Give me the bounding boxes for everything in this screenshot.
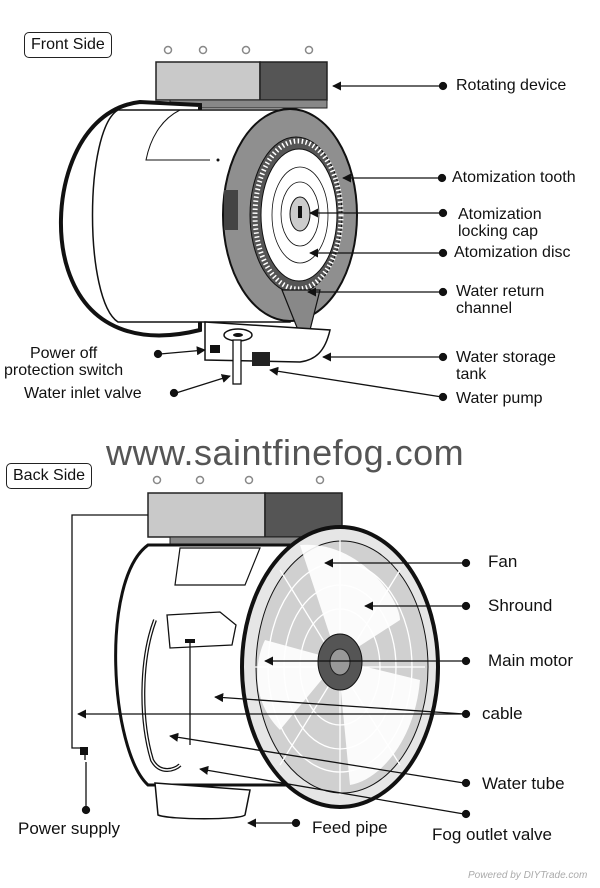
back-unit-illustration: [71, 475, 440, 820]
label-power-supply: Power supply: [18, 819, 121, 838]
label-water-return-line1: Water return: [456, 283, 545, 300]
label-atomization-disc: Atomization disc: [454, 244, 571, 261]
label-water-storage-line1: Water storage: [456, 349, 556, 366]
label-feed-pipe: Feed pipe: [312, 818, 388, 837]
watermark: www.saintfinefog.com: [106, 432, 465, 473]
label-power-off-line2: protection switch: [4, 362, 124, 379]
label-water-return-line2: channel: [456, 300, 513, 317]
credit-text: Powered by DIYTrade.com: [468, 870, 588, 881]
label-power-off-switch: Power off protection switch: [4, 345, 123, 379]
label-rotating-device: Rotating device: [456, 77, 567, 94]
label-water-storage-line2: tank: [456, 366, 487, 383]
label-fog-outlet-valve: Fog outlet valve: [432, 825, 553, 844]
label-shround: Shround: [488, 596, 553, 615]
label-atomization-locking-cap: Atomization locking cap: [458, 206, 542, 240]
label-atomization-tooth: Atomization tooth: [452, 169, 576, 186]
label-water-inlet-valve: Water inlet valve: [24, 385, 142, 402]
back-leader-lines: [77, 558, 471, 828]
label-water-pump: Water pump: [456, 390, 543, 407]
front-leader-lines: [153, 81, 448, 402]
label-cable: cable: [482, 704, 523, 723]
label-main-motor: Main motor: [488, 651, 574, 670]
label-locking-cap-line1: Atomization: [458, 206, 542, 223]
label-fan: Fan: [488, 552, 518, 571]
label-water-tube: Water tube: [482, 774, 565, 793]
label-water-storage-tank: Water storage tank: [456, 349, 556, 383]
back-side-tag: Back Side: [6, 463, 93, 489]
front-unit-illustration: [58, 45, 358, 385]
label-water-return-channel: Water return channel: [456, 283, 544, 317]
label-power-off-line1: Power off: [29, 345, 98, 362]
label-locking-cap-line2: locking cap: [458, 223, 539, 240]
front-side-tag: Front Side: [24, 32, 112, 58]
